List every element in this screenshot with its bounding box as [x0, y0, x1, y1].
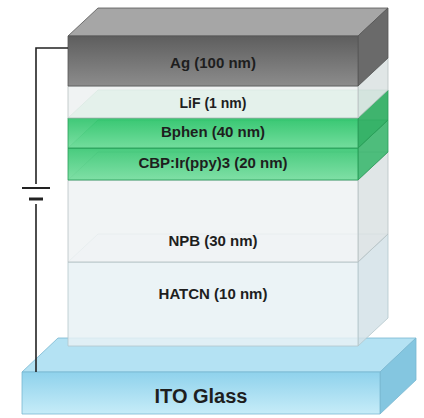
layer-face	[68, 118, 358, 148]
layer-band: Ag (100 nm)	[68, 36, 358, 86]
layer-label: HATCN (10 nm)	[159, 285, 268, 302]
layer-label: NPB (30 nm)	[168, 232, 257, 249]
layer-face	[22, 372, 380, 414]
layer-face	[68, 262, 358, 346]
layer-band: NPB (30 nm)	[68, 180, 358, 262]
layer-label: Bphen (40 nm)	[161, 123, 265, 140]
layer-label: ITO Glass	[154, 385, 247, 408]
layer-face	[68, 148, 358, 180]
layer-band: CBP:Ir(ppy)3 (20 nm)	[68, 148, 358, 180]
layer-face	[68, 86, 358, 118]
layer-label: CBP:Ir(ppy)3 (20 nm)	[138, 154, 287, 171]
layer-face	[68, 36, 358, 86]
layer-band: HATCN (10 nm)	[68, 262, 358, 346]
layer-band: LiF (1 nm)	[68, 86, 358, 118]
layer-band: ITO Glass	[22, 372, 380, 414]
layer-band: Bphen (40 nm)	[68, 118, 358, 148]
layer-face	[68, 180, 358, 262]
layer-label: Ag (100 nm)	[170, 54, 256, 71]
layer-face	[68, 8, 388, 36]
layer-label: LiF (1 nm)	[180, 95, 247, 111]
layer-face	[380, 338, 416, 414]
layer-face	[358, 8, 388, 86]
circuit-wire	[36, 48, 68, 372]
